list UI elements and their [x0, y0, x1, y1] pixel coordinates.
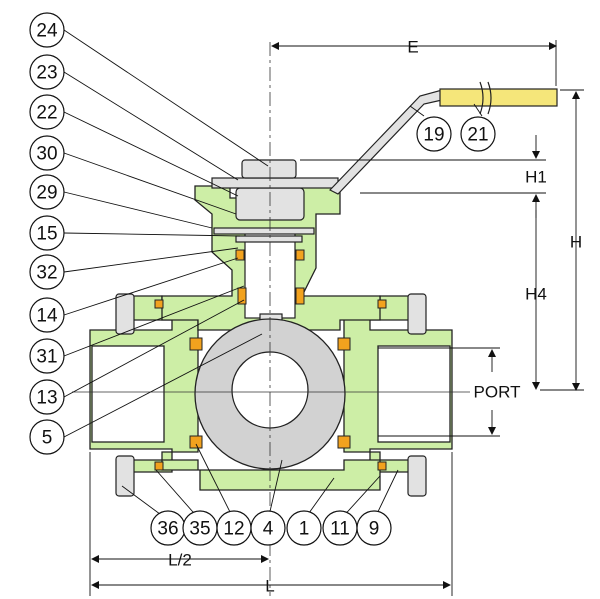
callout-4: 4	[263, 519, 274, 540]
dim-label-port: PORT	[474, 383, 521, 402]
callout-19: 19	[423, 125, 444, 146]
dim-label-h1: H1	[525, 168, 547, 187]
end-cap-nuts	[115, 293, 427, 497]
seats	[154, 249, 387, 471]
callout-31: 31	[36, 347, 57, 368]
callout-11: 11	[330, 519, 350, 540]
callout-22: 22	[36, 103, 57, 124]
callout-5: 5	[42, 428, 53, 449]
callout-12: 12	[223, 519, 244, 540]
handle	[329, 81, 558, 195]
dim-label-l: L	[265, 577, 274, 596]
dim-label-h4: H4	[525, 285, 547, 304]
callout-1: 1	[299, 519, 310, 540]
callout-15: 15	[36, 224, 57, 245]
dim-label-e: E	[407, 38, 418, 57]
callout-24: 24	[36, 21, 58, 42]
dimension-lines	[89, 40, 584, 596]
callout-35: 35	[189, 519, 210, 540]
callout-30: 30	[36, 144, 57, 165]
centerlines	[72, 42, 470, 596]
callout-32: 32	[36, 263, 57, 284]
callout-36: 36	[157, 519, 178, 540]
dim-label-l-half: L/2	[168, 551, 192, 570]
callout-14: 14	[36, 306, 58, 327]
callout-9: 9	[369, 519, 380, 540]
callout-29: 29	[36, 183, 57, 204]
callout-13: 13	[36, 388, 57, 409]
callout-21: 21	[467, 125, 488, 146]
callout-23: 23	[36, 63, 57, 84]
callouts	[29, 12, 496, 546]
dim-label-h: H	[570, 233, 582, 252]
